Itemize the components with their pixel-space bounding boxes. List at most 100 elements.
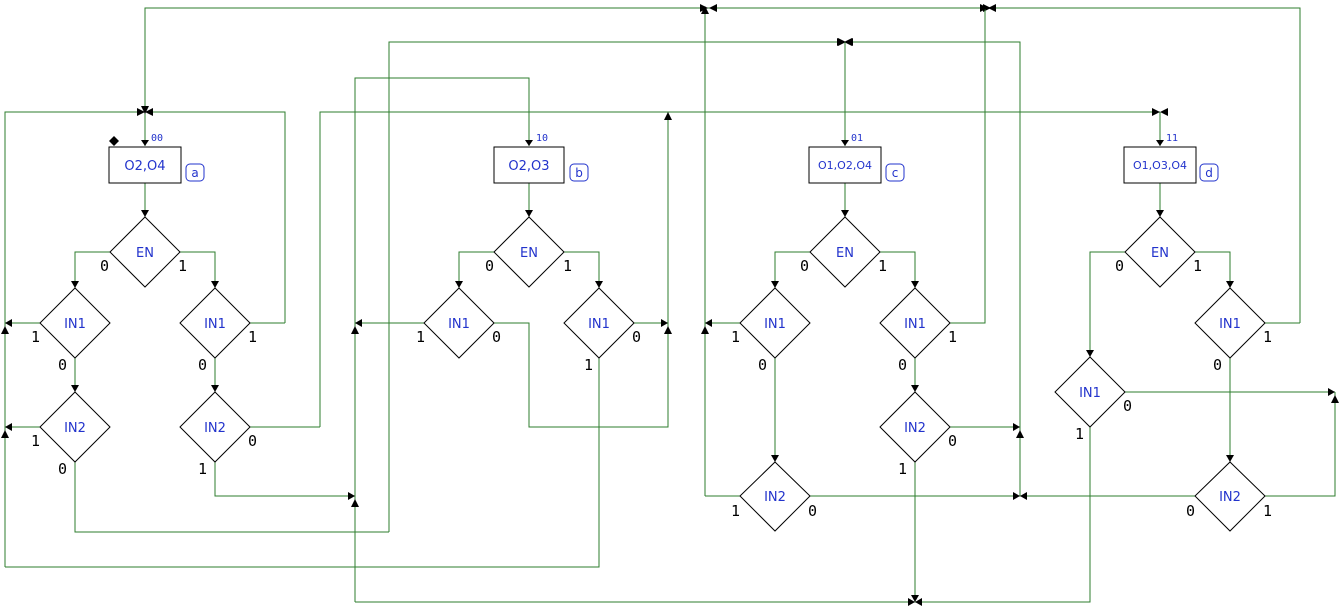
arrow-down: [841, 140, 849, 146]
state-tag-box: [885, 163, 905, 182]
decision-in2: IN2 0 1: [1186, 461, 1272, 532]
branch-label: 1: [31, 432, 40, 450]
state-box: [108, 146, 182, 184]
state-box: [493, 146, 565, 184]
arrow-down: [71, 281, 79, 288]
state-code: 11: [1166, 133, 1178, 144]
wire: [5, 358, 600, 568]
branch-label: 0: [632, 328, 641, 346]
decision-in1: IN1 0 1: [1054, 356, 1132, 443]
state-outputs: O1,O3,O4: [1133, 159, 1187, 172]
decision-in1: IN1 1 0: [731, 287, 811, 374]
arrow-right: [980, 4, 988, 12]
state-d: O1,O3,O4 11 d: [1123, 133, 1219, 184]
branch-label: 0: [1186, 502, 1195, 520]
state-box: [1123, 146, 1197, 184]
state-code: 01: [851, 133, 863, 144]
branch-label: 1: [731, 502, 740, 520]
decision-label: IN1: [904, 317, 926, 332]
branch-label: 0: [492, 328, 501, 346]
wire: [144, 7, 710, 112]
arrow-left: [1160, 108, 1168, 116]
wire: [74, 251, 110, 288]
branch-label: 1: [1075, 425, 1084, 443]
arrow-down: [771, 281, 779, 288]
branch-label: 0: [758, 356, 767, 374]
state-tag: c: [892, 166, 899, 180]
branch-label: 1: [1263, 502, 1272, 520]
state-outputs: O2,O4: [124, 159, 165, 174]
arrow-down: [1156, 140, 1164, 146]
arrow-down: [525, 140, 533, 146]
wire: [564, 251, 600, 288]
state-outputs: O1,O2,O4: [818, 159, 872, 172]
arrow-right: [837, 38, 845, 46]
decision-in2: IN2 1 0: [731, 461, 817, 532]
state-tag-box: [569, 163, 589, 182]
decision-label: IN2: [764, 490, 786, 505]
wire: [950, 8, 986, 324]
decision-label: EN: [1151, 246, 1169, 261]
branch-label: 1: [178, 257, 187, 275]
branch-label: 1: [731, 328, 740, 346]
arrow-right: [661, 319, 668, 327]
arrow-down: [71, 385, 79, 392]
arrow-left: [915, 598, 922, 606]
arrow-down: [595, 281, 603, 288]
arrow-right: [908, 598, 915, 606]
decision-label: IN2: [904, 421, 926, 436]
branch-label: 1: [948, 328, 957, 346]
arrow-left: [705, 319, 712, 327]
arrow-down: [211, 281, 219, 288]
arrow-left: [1020, 492, 1027, 500]
arrow-up: [351, 326, 359, 334]
arrow-down: [911, 595, 919, 602]
arrowheads: [1, 4, 1339, 606]
arrow-up: [1, 326, 9, 334]
arrow-right: [348, 492, 355, 500]
branch-label: 1: [898, 460, 907, 478]
state-c: O1,O2,O4 01 c: [808, 133, 905, 184]
wire: [880, 251, 916, 288]
branch-label: 0: [248, 432, 257, 450]
decision-label: IN1: [764, 317, 786, 332]
decision-in1: IN1 1 0: [31, 287, 111, 374]
arrow-left: [845, 38, 853, 46]
arrow-down: [211, 385, 219, 392]
decision-label: IN2: [204, 421, 226, 436]
wire: [180, 251, 216, 288]
state-tag: b: [575, 166, 583, 180]
wire: [4, 111, 145, 567]
arrow-down: [911, 385, 919, 392]
decision-in2: IN2 1 0: [31, 391, 111, 478]
decision-in2: IN2 0 1: [879, 391, 957, 478]
decision-en: EN 0 1: [800, 216, 887, 288]
wire: [355, 427, 1091, 603]
branch-label: 1: [878, 257, 887, 275]
arrow-up: [701, 326, 709, 334]
wire: [319, 111, 1160, 427]
branch-label: 0: [198, 356, 207, 374]
branch-label: 0: [58, 356, 67, 374]
decision-in1: IN1 1 0: [179, 287, 257, 374]
state-tag-box: [185, 163, 205, 182]
decision-label: IN1: [1079, 386, 1101, 401]
wire: [844, 38, 1021, 496]
decision-in2: IN2 0 1: [179, 391, 257, 478]
wire: [388, 38, 846, 532]
arrow-left: [355, 319, 362, 327]
decision-label: EN: [520, 246, 538, 261]
branch-label: 1: [198, 460, 207, 478]
branch-label: 1: [248, 328, 257, 346]
branch-label: 0: [1123, 397, 1132, 415]
branch-label: 0: [58, 460, 67, 478]
arrow-down: [455, 281, 463, 288]
arrow-left: [988, 4, 996, 12]
branch-label: 1: [416, 328, 425, 346]
arrow-left: [5, 423, 12, 431]
arrow-right: [1013, 423, 1020, 431]
arrow-up: [1, 430, 9, 438]
arrow-up: [701, 6, 709, 14]
state-tag: a: [191, 166, 198, 180]
decision-label: IN1: [588, 317, 610, 332]
